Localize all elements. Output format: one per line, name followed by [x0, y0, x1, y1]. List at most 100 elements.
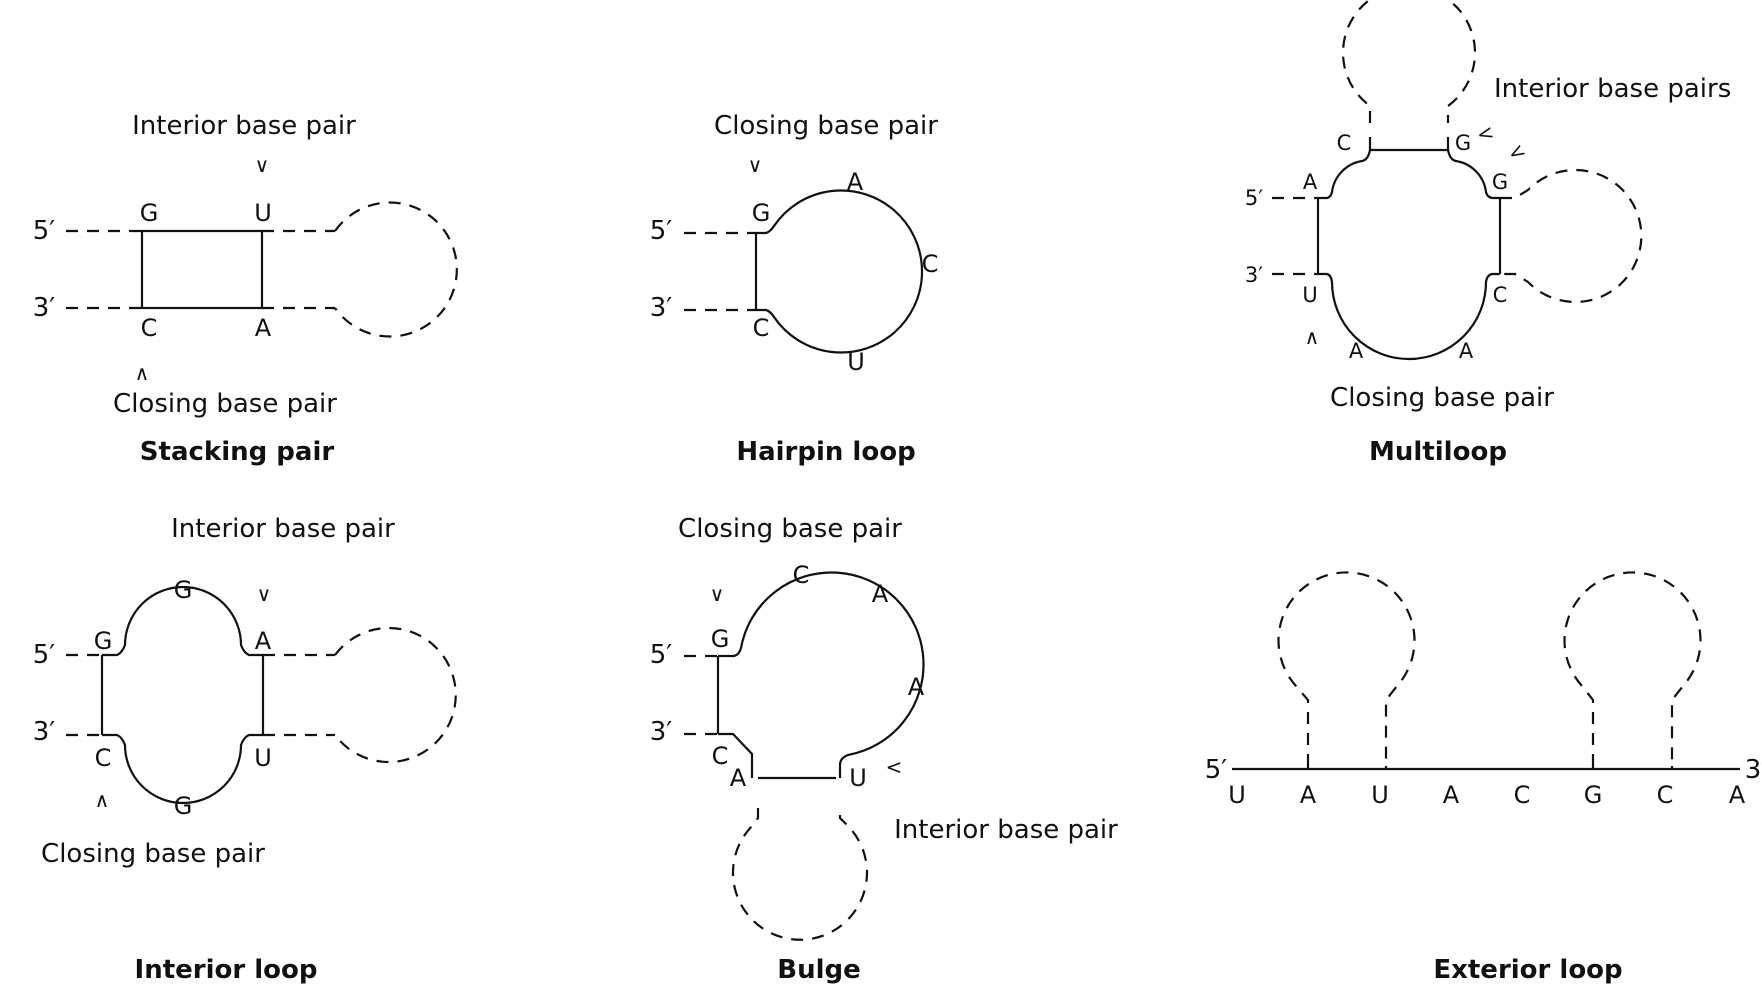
interior-base-u: U [254, 744, 272, 772]
stacking-base-g: G [140, 199, 159, 227]
bulge-loop-backbone [718, 571, 925, 778]
stacking-5prime: 5′ [33, 216, 56, 246]
exterior-3prime: 3′ [1745, 755, 1762, 785]
multiloop-interior-arrow-1: < [1474, 119, 1496, 147]
multiloop-closing-label: Closing base pair [1330, 383, 1554, 413]
interior-base-c: C [95, 744, 112, 772]
bulge-base-c: C [712, 742, 729, 770]
exterior-right-dashed-hairpin [1563, 571, 1702, 766]
hairpin-3prime: 3′ [650, 293, 673, 323]
multiloop-base-a-right: A [1459, 339, 1474, 363]
exterior-5prime: 5′ [1205, 755, 1228, 785]
hairpin-closing-label: Closing base pair [714, 111, 938, 141]
hairpin-5prime: 5′ [650, 216, 673, 246]
interior-title: Interior loop [135, 955, 318, 985]
bulge-base-a-right: A [908, 673, 925, 701]
interior-closing-arrow: ∧ [95, 788, 110, 812]
hairpin-base-c2: C [922, 250, 939, 278]
hairpin-loop-panel: Closing base pair ∨ 5′ 3′ G C A C U Hair… [650, 111, 939, 467]
interior-base-a: A [255, 627, 272, 655]
bulge-base-a: A [730, 764, 747, 792]
exterior-base-7: C [1657, 781, 1674, 809]
exterior-base-4: A [1443, 781, 1460, 809]
bulge-base-c-top: C [793, 561, 810, 589]
exterior-title: Exterior loop [1433, 955, 1622, 985]
interior-loop-panel: Interior base pair ∨ 5′ 3′ G C A U G G ∧… [33, 514, 457, 985]
exterior-stem-ticks [1306, 766, 1674, 769]
multiloop-backbone-upper-right [1446, 149, 1500, 200]
interior-base-g-top: G [174, 576, 193, 604]
hairpin-base-a: A [847, 168, 864, 196]
multiloop-top-dashed-loop [1341, 0, 1477, 123]
interior-interior-label: Interior base pair [171, 514, 395, 544]
exterior-left-dashed-hairpin [1277, 571, 1416, 766]
multiloop-base-g-top: G [1455, 131, 1471, 155]
bulge-panel: Closing base pair ∨ 5′ 3′ G C A U C A A … [650, 514, 1118, 985]
multiloop-base-a-left: A [1349, 339, 1364, 363]
stacking-base-u: U [254, 199, 272, 227]
stacking-base-pairs [140, 229, 264, 310]
hairpin-base-c: C [753, 314, 770, 342]
hairpin-closing-arrow: ∨ [748, 153, 763, 177]
bulge-dashed-loop [731, 808, 869, 941]
interior-base-g: G [94, 627, 113, 655]
bulge-5prime: 5′ [650, 640, 673, 670]
bulge-closing-arrow: ∨ [710, 582, 725, 606]
interior-upper-loop [102, 585, 263, 657]
hairpin-title: Hairpin loop [736, 437, 915, 467]
multiloop-panel: Interior base pairs < < 5′ 3′ A U C G G … [1245, 0, 1731, 467]
multiloop-3prime: 3′ [1245, 263, 1263, 287]
multiloop-backbone-bottom [1318, 272, 1500, 361]
multiloop-interior-arrow-2: < [1503, 137, 1530, 166]
bulge-base-a-top: A [872, 580, 889, 608]
bulge-backbone-left [718, 732, 754, 778]
stacking-closing-arrow: ∧ [135, 361, 150, 385]
exterior-base-2: A [1300, 781, 1317, 809]
exterior-base-5: C [1514, 781, 1531, 809]
interior-dashed-loop [334, 626, 457, 764]
stacking-closing-label: Closing base pair [113, 389, 337, 419]
multiloop-base-c-right: C [1493, 283, 1508, 307]
multiloop-closing-arrow: ∧ [1305, 325, 1320, 349]
interior-closing-label: Closing base pair [41, 839, 265, 869]
exterior-base-6: G [1584, 781, 1603, 809]
interior-base-g-bottom: G [174, 792, 193, 820]
stacking-pair-panel: Interior base pair ∨ 5′ 3′ G U C A ∧ Clo… [33, 111, 458, 467]
bulge-closing-label: Closing base pair [678, 514, 902, 544]
multiloop-base-c-top: C [1337, 131, 1352, 155]
stacking-dashed-loop [334, 201, 458, 338]
multiloop-interior-label: Interior base pairs [1494, 74, 1731, 104]
hairpin-loop-backbone [756, 189, 924, 354]
interior-3prime: 3′ [33, 717, 56, 747]
stacking-title: Stacking pair [140, 437, 335, 467]
hairpin-base-g: G [752, 199, 771, 227]
stacking-base-a: A [255, 314, 272, 342]
multiloop-right-dashed-loop [1500, 168, 1643, 304]
stacking-base-c: C [141, 314, 158, 342]
interior-lower-loop [102, 733, 263, 805]
bulge-title: Bulge [777, 955, 860, 985]
exterior-base-1: U [1228, 781, 1246, 809]
multiloop-backbone-upper-left [1318, 149, 1372, 200]
bulge-base-u: U [849, 764, 867, 792]
interior-5prime: 5′ [33, 640, 56, 670]
multiloop-base-g-right: G [1492, 170, 1508, 194]
multiloop-base-a: A [1303, 170, 1318, 194]
bulge-interior-label: Interior base pair [894, 815, 1118, 845]
stacking-interior-label: Interior base pair [132, 111, 356, 141]
stacking-interior-arrow: ∨ [255, 153, 270, 177]
interior-interior-arrow: ∨ [257, 582, 272, 606]
stacking-3prime: 3′ [33, 293, 56, 323]
bulge-base-g: G [711, 625, 730, 653]
bulge-interior-arrow: < [886, 755, 903, 779]
exterior-loop-panel: 5′ 3′ U A U A C G C A Exterior loop [1205, 571, 1762, 985]
multiloop-top-pair [1368, 137, 1450, 152]
hairpin-base-u: U [847, 348, 865, 376]
bulge-3prime: 3′ [650, 717, 673, 747]
multiloop-base-u: U [1302, 283, 1317, 307]
exterior-base-8: A [1729, 781, 1746, 809]
multiloop-5prime: 5′ [1245, 186, 1263, 210]
multiloop-title: Multiloop [1369, 437, 1507, 467]
exterior-base-3: U [1371, 781, 1389, 809]
